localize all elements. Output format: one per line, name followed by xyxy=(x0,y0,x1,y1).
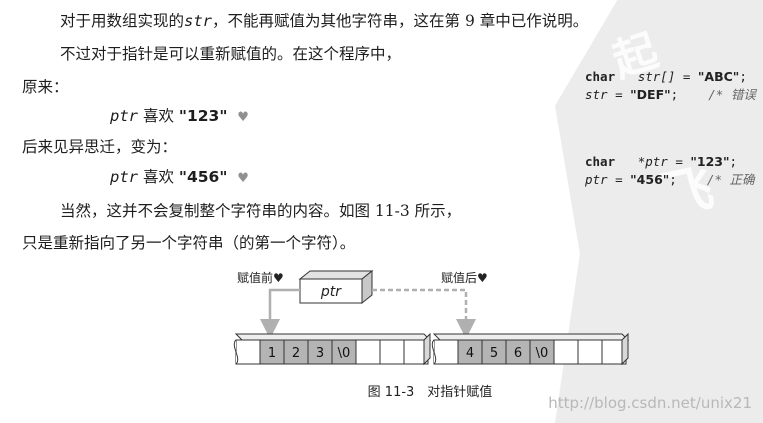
memory-strip-left: 1 2 3 \0 xyxy=(233,332,432,366)
memory-cell xyxy=(481,339,507,365)
code-line: char *ptr = "123"; xyxy=(585,154,738,169)
paragraph-line-5: 后来见异思迁，变为： xyxy=(22,138,178,156)
paragraph-line-6: ptr 喜欢 "456" ♥ xyxy=(110,168,249,186)
watermark-url: http://blog.csdn.net/unix21 xyxy=(548,394,752,412)
memory-cell xyxy=(505,339,531,365)
memory-cell xyxy=(553,339,579,365)
cells-left: 1 2 3 \0 xyxy=(259,339,429,365)
figure-caption: 图 11-3 对指针赋值 xyxy=(368,384,493,400)
memory-cell xyxy=(577,339,603,365)
paragraph-line-2: 不过对于指针是可以重新赋值的。在这个程序中， xyxy=(60,45,402,63)
label-before: 赋值前♥ xyxy=(237,270,284,285)
heart-icon: ♥ xyxy=(237,171,249,186)
label-after: 赋值后♥ xyxy=(441,270,488,285)
memory-cell-value: 2 xyxy=(292,346,300,361)
code-line: ptr = "456"; /* 正确 xyxy=(585,172,755,187)
memory-cell xyxy=(355,339,381,365)
memory-strip-right: 4 5 6 \0 xyxy=(431,332,630,366)
code-block-array: char str[] = "ABC"; str = "DEF"; /* 错误 xyxy=(585,68,756,104)
arrow-before xyxy=(260,288,300,339)
pointer-label: ptr xyxy=(320,284,342,300)
memory-cell-value: 1 xyxy=(268,346,276,361)
memory-cell-value: \0 xyxy=(338,346,351,361)
paragraph-line-1: 对于用数组实现的str，不能再赋值为其他字符串，这在第 9 章中已作说明。 xyxy=(60,12,589,30)
memory-cell xyxy=(379,339,405,365)
code-line: char str[] = "ABC"; xyxy=(585,69,747,84)
pointer-box: ptr xyxy=(298,269,374,305)
memory-cell-value: 4 xyxy=(466,346,474,361)
paragraph-line-7: 当然，这并不会复制整个字符串的内容。如图 11-3 所示， xyxy=(60,202,462,220)
memory-cell-value: 6 xyxy=(514,346,522,361)
code-line: str = "DEF"; /* 错误 xyxy=(585,87,756,102)
paragraph-line-3: 原来： xyxy=(22,78,69,96)
memory-cell-value: 5 xyxy=(490,346,498,361)
memory-cell-value: \0 xyxy=(536,346,549,361)
arrow-after xyxy=(372,288,476,339)
paragraph-line-8: 只是重新指向了另一个字符串（的第一个字符）。 xyxy=(22,234,356,252)
cells-right: 4 5 6 \0 xyxy=(457,339,627,365)
memory-cell-value: 3 xyxy=(316,346,324,361)
paragraph-line-4: ptr 喜欢 "123" ♥ xyxy=(110,107,249,125)
heart-icon: ♥ xyxy=(237,110,249,125)
code-block-pointer: char *ptr = "123"; ptr = "456"; /* 正确 xyxy=(585,153,755,189)
